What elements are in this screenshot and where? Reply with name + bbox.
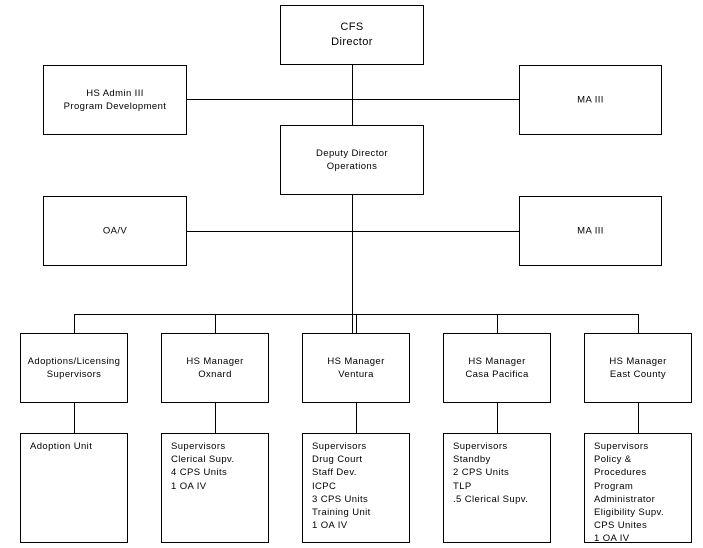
connector-drop-casa-pacifica bbox=[497, 314, 498, 333]
connector-bus-admin-to-ma-top bbox=[187, 99, 519, 100]
org-node-hs-manager-ventura: HS Manager Ventura bbox=[302, 333, 410, 403]
org-node-label-ventura-detail: Supervisors Drug Court Staff Dev. ICPC 3… bbox=[312, 441, 371, 532]
org-node-hs-manager-east-county: HS Manager East County bbox=[584, 333, 692, 403]
org-node-hs-manager-casa-pacifica: HS Manager Casa Pacifica bbox=[443, 333, 551, 403]
org-node-oa-v: OA/V bbox=[43, 196, 187, 266]
org-node-casa-pacifica-detail: Supervisors Standby 2 CPS Units TLP .5 C… bbox=[443, 433, 551, 543]
org-node-adoptions-licensing: Adoptions/Licensing Supervisors bbox=[20, 333, 128, 403]
org-node-label-east-county-detail: Supervisors Policy & Procedures Program … bbox=[594, 441, 664, 545]
org-node-label-ma-iii-bottom: MA III bbox=[577, 225, 604, 237]
org-node-label-hs-manager-ventura: HS Manager Ventura bbox=[327, 356, 385, 380]
connector-link-ventura-detail bbox=[356, 403, 357, 433]
org-node-label-hs-manager-oxnard: HS Manager Oxnard bbox=[186, 356, 244, 380]
org-node-ma-iii-bottom: MA III bbox=[519, 196, 662, 266]
connector-link-adoptions-detail bbox=[74, 403, 75, 433]
connector-spine-deputy-down bbox=[352, 195, 353, 333]
org-node-deputy-director: Deputy Director Operations bbox=[280, 125, 424, 195]
org-node-label-ma-iii-top: MA III bbox=[577, 94, 604, 106]
org-node-hs-admin-iii: HS Admin III Program Development bbox=[43, 65, 187, 135]
connector-spine-director-to-deputy bbox=[352, 65, 353, 125]
org-node-ma-iii-top: MA III bbox=[519, 65, 662, 135]
org-node-label-deputy-director: Deputy Director Operations bbox=[316, 148, 388, 172]
org-node-oxnard-detail: Supervisors Clerical Supv. 4 CPS Units 1… bbox=[161, 433, 269, 543]
org-node-label-casa-pacifica-detail: Supervisors Standby 2 CPS Units TLP .5 C… bbox=[453, 441, 529, 505]
org-node-label-adoptions-licensing: Adoptions/Licensing Supervisors bbox=[27, 356, 121, 380]
connector-drop-east-county bbox=[638, 314, 639, 333]
connector-link-east-county-detail bbox=[638, 403, 639, 433]
connector-drop-adoptions bbox=[74, 314, 75, 333]
org-node-label-adoption-unit-detail: Adoption Unit bbox=[30, 441, 93, 452]
org-node-label-hs-admin-iii: HS Admin III Program Development bbox=[63, 88, 167, 112]
connector-link-casa-pacifica-detail bbox=[497, 403, 498, 433]
org-node-label-hs-manager-east-county: HS Manager East County bbox=[609, 356, 667, 380]
org-node-cfs-director: CFS Director bbox=[280, 5, 424, 65]
org-node-label-hs-manager-casa-pacifica: HS Manager Casa Pacifica bbox=[465, 356, 529, 380]
org-node-label-oa-v: OA/V bbox=[102, 225, 128, 237]
org-node-label-oxnard-detail: Supervisors Clerical Supv. 4 CPS Units 1… bbox=[171, 441, 235, 492]
connector-drop-ventura bbox=[356, 314, 357, 333]
connector-link-oxnard-detail bbox=[215, 403, 216, 433]
org-node-adoption-unit-detail: Adoption Unit bbox=[20, 433, 128, 543]
connector-bus-oav-to-ma-bottom bbox=[187, 231, 519, 232]
org-node-label-cfs-director: CFS Director bbox=[331, 21, 373, 48]
org-node-east-county-detail: Supervisors Policy & Procedures Program … bbox=[584, 433, 692, 545]
org-node-ventura-detail: Supervisors Drug Court Staff Dev. ICPC 3… bbox=[302, 433, 410, 543]
connector-drop-oxnard bbox=[215, 314, 216, 333]
org-node-hs-manager-oxnard: HS Manager Oxnard bbox=[161, 333, 269, 403]
